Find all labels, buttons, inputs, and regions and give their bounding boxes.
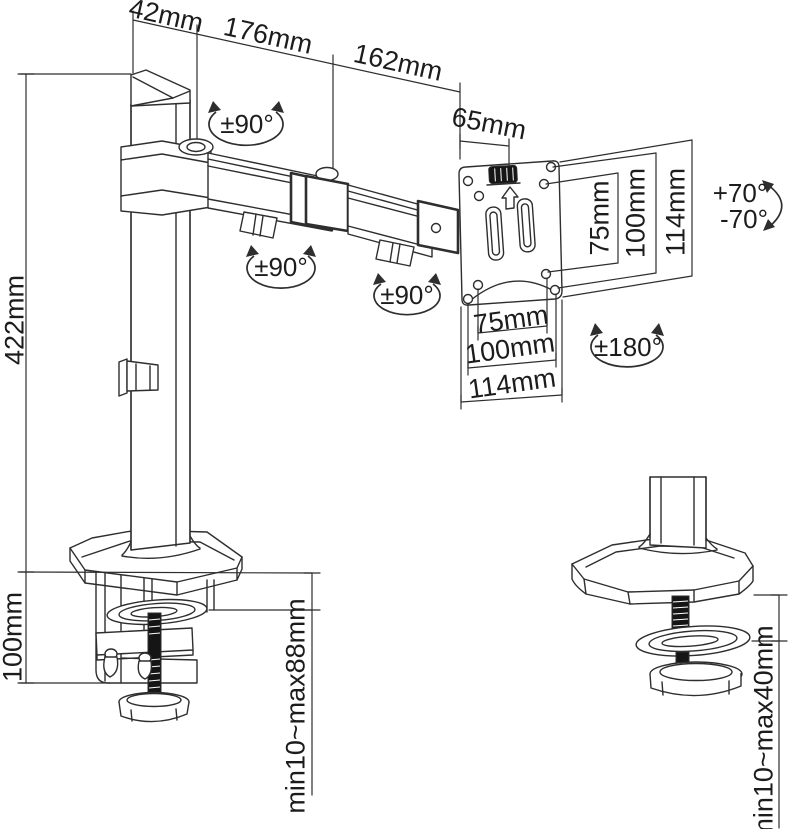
desk-clamp [95,561,215,723]
dim-label-pole-height: 422mm [0,274,30,366]
dim-label-grommet-range: min10~max40mm [748,625,779,829]
tilt-arrow-icon [762,180,783,231]
rotate-180-arrow-icon [590,323,664,368]
dim-label-clamp-range: min10~max88mm [280,598,311,814]
rotation-label-tilt-up: +70° [712,178,768,208]
dimension-lines [17,10,788,829]
rotation-label-pole-swivel: ±90° [220,109,274,139]
quick-release-knob [488,164,518,185]
swivel-arrow-elbow-icon [246,245,316,290]
rotation-label-head-swivel: ±90° [380,280,434,310]
swivel-arrow-head-icon [373,273,441,316]
rotation-indicators [208,101,783,368]
rotation-label-tilt-down: -70° [720,204,768,234]
rotation-label-screen-rotation: ±180° [593,332,663,362]
rotation-label-elbow-swivel: ±90° [254,252,308,282]
base-plate [69,529,243,596]
up-arrow-icon [501,186,519,210]
swivel-arrow-pole-icon [208,101,284,147]
dim-label-vesa-vertical-114: 114mm [660,167,691,257]
dim-label-clamp-height: 100mm [0,591,28,683]
arm [120,138,460,267]
grommet-mount [571,476,754,697]
dim-label-vesa-vertical-100: 100mm [620,167,651,259]
vesa-plate [458,160,563,306]
dim-label-vesa-vertical-75: 75mm [584,180,615,256]
